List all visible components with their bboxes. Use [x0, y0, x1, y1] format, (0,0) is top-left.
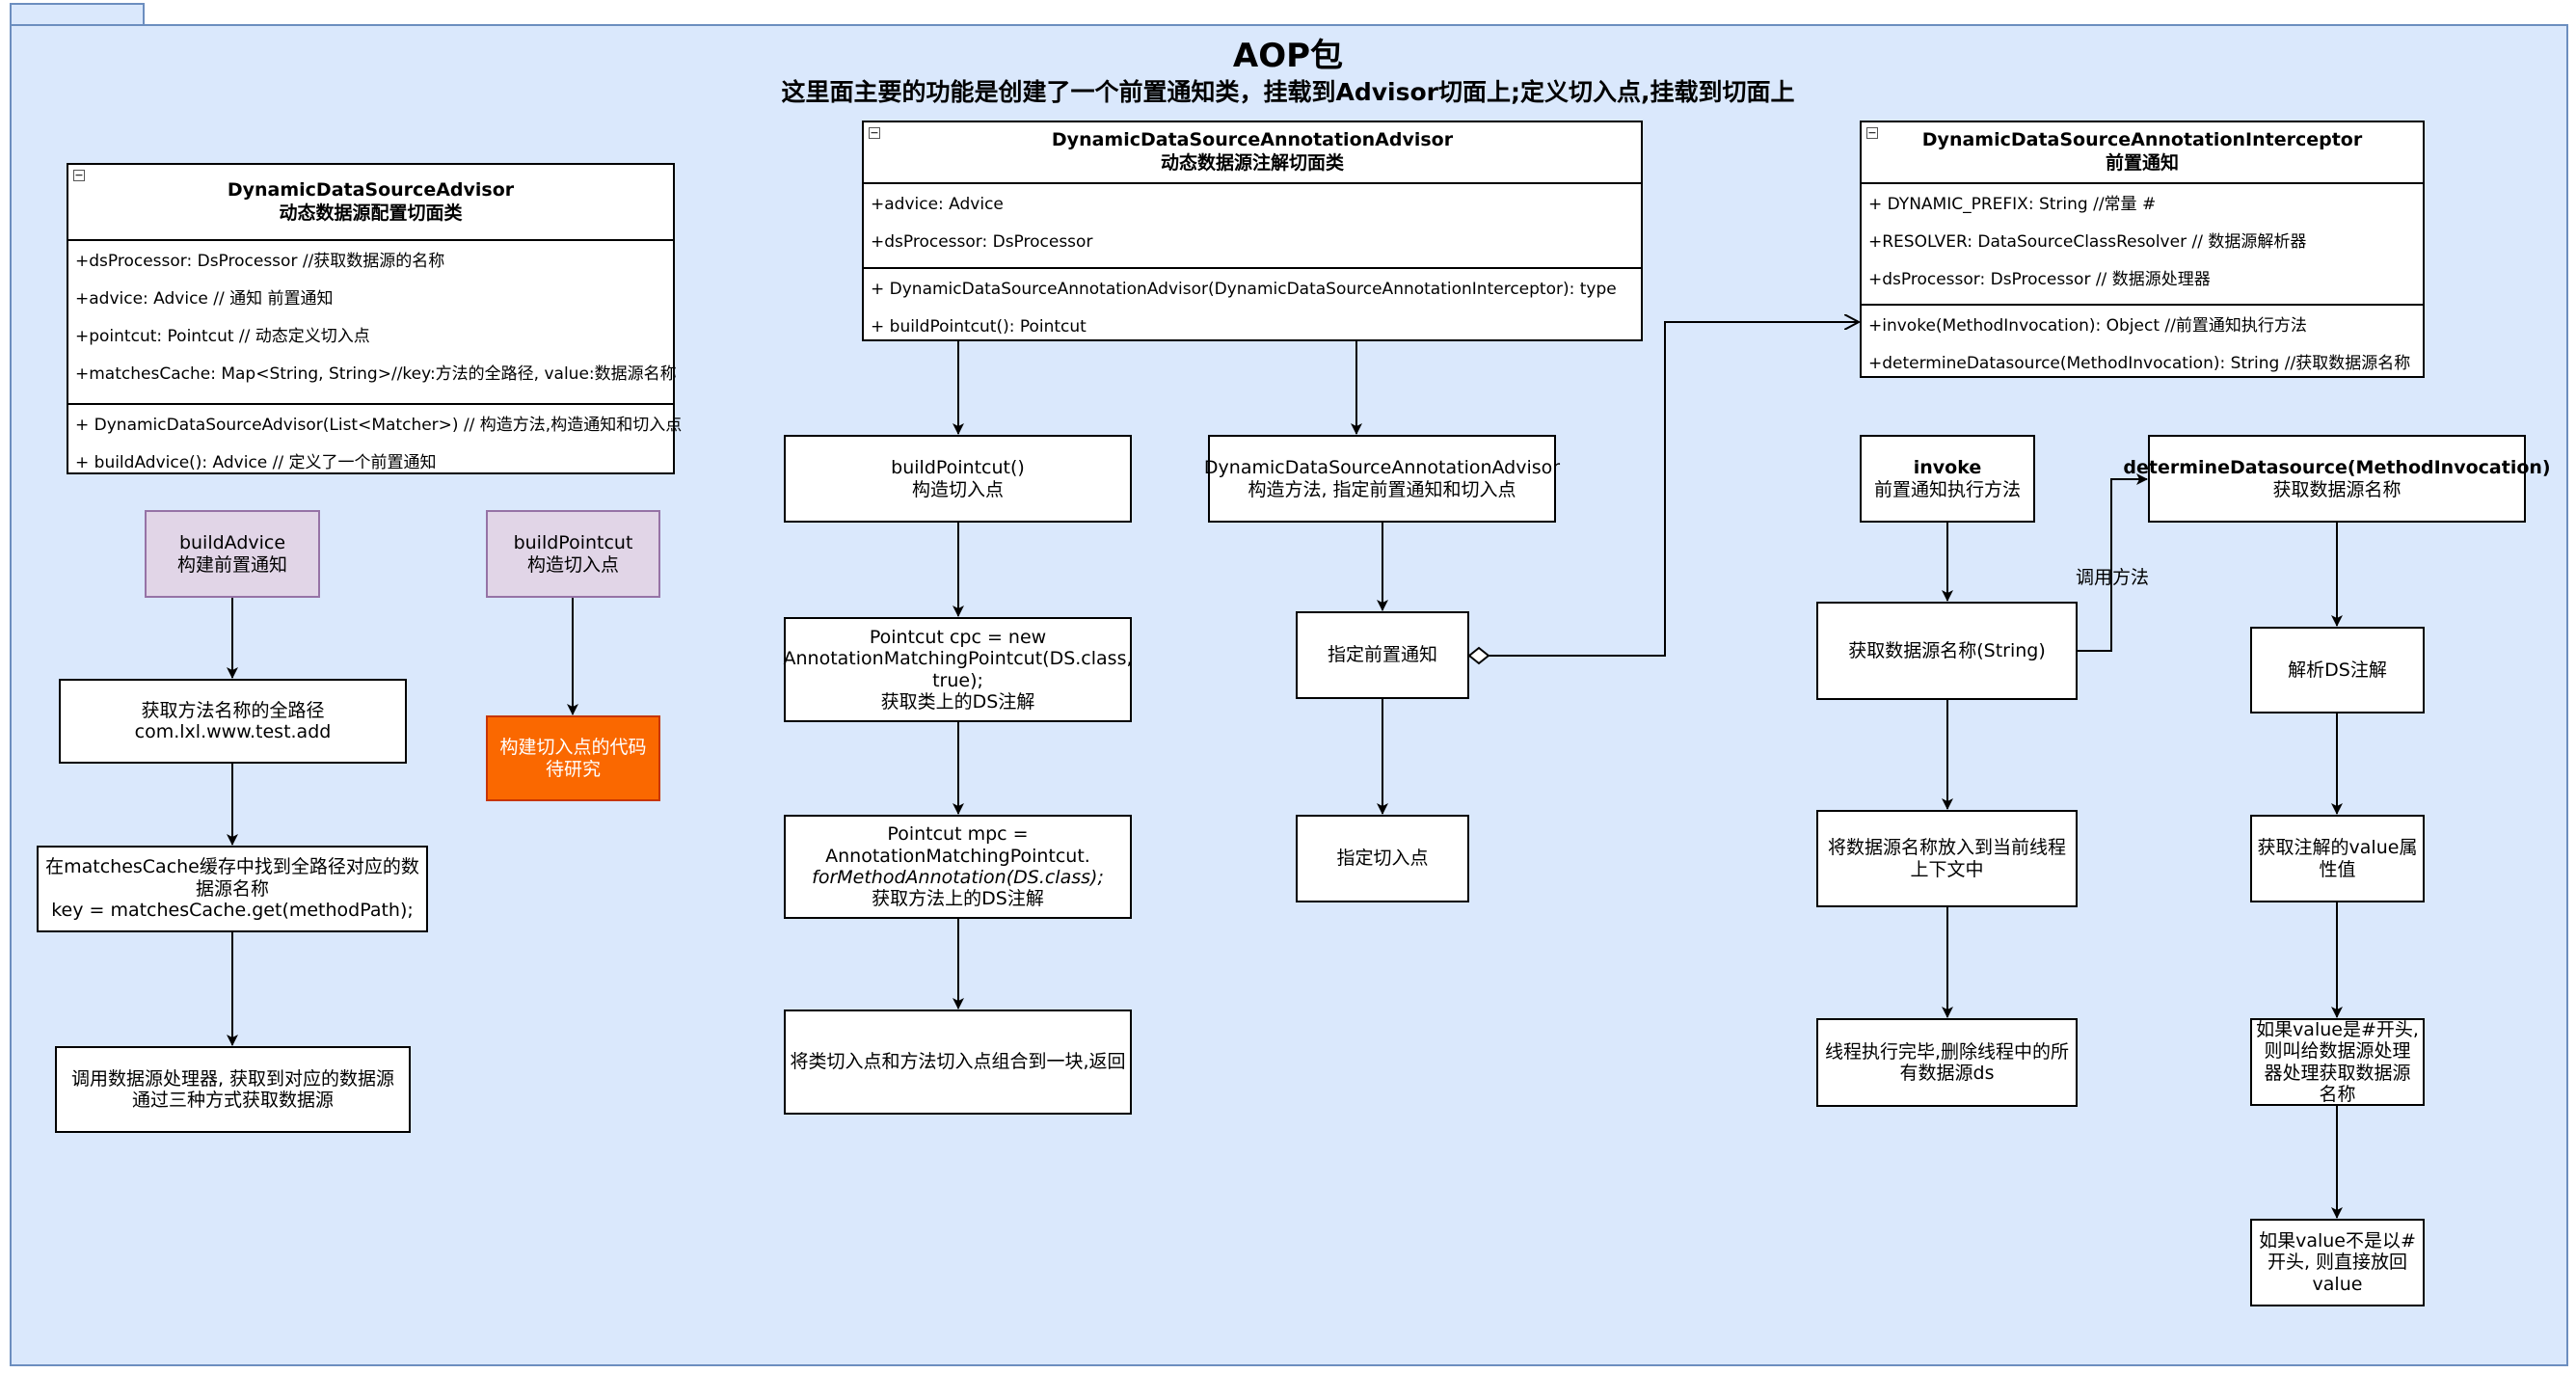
- node-invoke[interactable]: invoke 前置通知执行方法: [1860, 435, 2035, 523]
- node-desc: 前置通知执行方法: [1873, 478, 2021, 500]
- node-name: DynamicDataSourceAnnotationAdvisor: [1203, 457, 1561, 479]
- class-name: DynamicDataSourceAnnotationAdvisor: [1051, 129, 1454, 151]
- node-value-plain[interactable]: 如果value不是以#开头, 则直接放回value: [2250, 1219, 2425, 1306]
- node-desc: 构造切入点: [911, 478, 1004, 500]
- node-class-pointcut[interactable]: Pointcut cpc = new AnnotationMatchingPoi…: [783, 617, 1133, 722]
- node-text: 将数据源名称放入到当前线程上下文中: [1827, 837, 2066, 880]
- class-field: + DYNAMIC_PREFIX: String //常量 #: [1868, 195, 2157, 214]
- node-code: Pointcut cpc = new AnnotationMatchingPoi…: [783, 626, 1133, 691]
- node-text: 获取注解的value属性值: [2257, 837, 2418, 880]
- node-text: 如果value不是以#开头, 则直接放回value: [2259, 1229, 2416, 1295]
- node-value-hash-prefix[interactable]: 如果value是#开头, 则叫给数据源处理器处理获取数据源名称: [2250, 1018, 2425, 1106]
- node-text: com.lxl.www.test.add: [134, 721, 332, 742]
- class-method: + DynamicDataSourceAdvisor(List<Matcher>…: [75, 416, 683, 435]
- node-desc: 获取数据源名称: [2272, 478, 2402, 500]
- class-methods: + DynamicDataSourceAnnotationAdvisor(Dyn…: [864, 269, 1641, 346]
- node-text: 指定切入点: [1336, 848, 1429, 870]
- class-methods: +invoke(MethodInvocation): Object //前置通知…: [1862, 306, 2423, 384]
- node-desc: 获取方法上的DS注解: [872, 888, 1044, 910]
- node-name: determineDatasource(MethodInvocation): [2123, 457, 2551, 479]
- node-build-advice[interactable]: buildAdvice 构建前置通知: [145, 510, 320, 598]
- class-fields: +advice: Advice +dsProcessor: DsProcesso…: [864, 184, 1641, 269]
- class-field: +dsProcessor: DsProcessor // 数据源处理器: [1868, 270, 2211, 289]
- node-text: 在matchesCache缓存中找到全路径对应的数据源名称: [45, 856, 419, 900]
- node-find-in-cache[interactable]: 在matchesCache缓存中找到全路径对应的数据源名称 key = matc…: [37, 846, 428, 932]
- node-put-thread-context[interactable]: 将数据源名称放入到当前线程上下文中: [1816, 810, 2078, 907]
- node-text: 线程执行完毕,删除线程中的所有数据源ds: [1824, 1040, 2070, 1084]
- node-name: buildPointcut: [513, 532, 633, 554]
- node-desc: 构造方法, 指定前置通知和切入点: [1248, 478, 1516, 500]
- node-get-value-attr[interactable]: 获取注解的value属性值: [2250, 815, 2425, 902]
- node-text: 将类切入点和方法切入点组合到一块,返回: [790, 1051, 1126, 1073]
- class-dynamic-datasource-advisor[interactable]: − DynamicDataSourceAdvisor 动态数据源配置切面类 +d…: [67, 163, 682, 474]
- node-text: 构建切入点的代码待研究: [499, 737, 647, 780]
- class-method: +invoke(MethodInvocation): Object //前置通知…: [1868, 316, 2307, 336]
- class-dynamic-datasource-annotation-advisor[interactable]: − DynamicDataSourceAnnotationAdvisor 动态数…: [862, 121, 1643, 341]
- class-field: +dsProcessor: DsProcessor: [871, 232, 1093, 252]
- node-text: key = matchesCache.get(methodPath);: [51, 900, 414, 922]
- node-determine-datasource[interactable]: determineDatasource(MethodInvocation) 获取…: [2123, 435, 2551, 523]
- class-methods: + DynamicDataSourceAdvisor(List<Matcher>…: [68, 405, 683, 480]
- collapse-icon[interactable]: −: [1866, 126, 1878, 139]
- node-desc: 构造切入点: [526, 553, 619, 576]
- class-fields: + DYNAMIC_PREFIX: String //常量 # +RESOLVE…: [1862, 184, 2423, 306]
- node-text: 获取方法名称的全路径: [141, 699, 325, 721]
- class-method: +determineDatasource(MethodInvocation): …: [1868, 354, 2411, 373]
- node-code: forMethodAnnotation(DS.class);: [812, 867, 1104, 888]
- node-clear-thread-ds[interactable]: 线程执行完毕,删除线程中的所有数据源ds: [1816, 1018, 2078, 1107]
- node-advisor-constructor[interactable]: DynamicDataSourceAnnotationAdvisor 构造方法,…: [1204, 435, 1560, 523]
- collapse-icon[interactable]: −: [869, 126, 880, 139]
- class-description: 前置通知: [2105, 152, 2179, 174]
- class-header: − DynamicDataSourceAnnotationAdvisor 动态数…: [864, 122, 1641, 184]
- class-field: +dsProcessor: DsProcessor //获取数据源的名称: [75, 252, 445, 271]
- node-text: 如果value是#开头, 则叫给数据源处理器处理获取数据源名称: [2256, 1018, 2419, 1105]
- class-header: − DynamicDataSourceAnnotationInterceptor…: [1862, 122, 2423, 184]
- node-text: 调用数据源处理器, 获取到对应的数据源 通过三种方式获取数据源: [70, 1067, 395, 1111]
- node-name: buildPointcut(): [891, 457, 1025, 479]
- node-pointcut-todo[interactable]: 构建切入点的代码待研究: [486, 715, 660, 801]
- class-field: +advice: Advice: [871, 195, 1004, 214]
- class-header: − DynamicDataSourceAdvisor 动态数据源配置切面类: [68, 165, 673, 241]
- node-set-pointcut[interactable]: 指定切入点: [1296, 815, 1469, 902]
- collapse-icon[interactable]: −: [73, 169, 85, 181]
- class-name: DynamicDataSourceAnnotationInterceptor: [1921, 129, 2363, 151]
- node-desc: 获取类上的DS注解: [880, 690, 1035, 713]
- node-code: Pointcut mpc = AnnotationMatchingPointcu…: [825, 823, 1090, 867]
- node-text: 解析DS注解: [2288, 659, 2387, 681]
- node-desc: 构建前置通知: [176, 553, 287, 576]
- node-call-ds-processor[interactable]: 调用数据源处理器, 获取到对应的数据源 通过三种方式获取数据源: [55, 1046, 411, 1133]
- class-description: 动态数据源注解切面类: [1160, 152, 1344, 174]
- class-dynamic-datasource-annotation-interceptor[interactable]: − DynamicDataSourceAnnotationInterceptor…: [1860, 121, 2425, 378]
- edge-label-call-method: 调用方法: [2076, 563, 2150, 589]
- node-name: invoke: [1913, 457, 1982, 479]
- node-parse-ds-annotation[interactable]: 解析DS注解: [2250, 627, 2425, 713]
- class-description: 动态数据源配置切面类: [279, 202, 463, 224]
- node-set-advice[interactable]: 指定前置通知: [1296, 611, 1469, 699]
- node-get-ds-name[interactable]: 获取数据源名称(String): [1816, 602, 2078, 700]
- node-text: 获取数据源名称(String): [1848, 639, 2046, 661]
- class-field: +advice: Advice // 通知 前置通知: [75, 289, 334, 309]
- diagram-title: AOP包: [1232, 37, 1344, 75]
- node-name: buildAdvice: [178, 532, 286, 554]
- diagram-subtitle: 这里面主要的功能是创建了一个前置通知类，挂载到Advisor切面上;定义切入点,…: [781, 78, 1795, 106]
- class-field: +RESOLVER: DataSourceClassResolver // 数据…: [1868, 232, 2307, 252]
- node-get-method-path[interactable]: 获取方法名称的全路径 com.lxl.www.test.add: [59, 679, 407, 764]
- node-method-pointcut[interactable]: Pointcut mpc = AnnotationMatchingPointcu…: [784, 815, 1132, 919]
- class-field: +matchesCache: Map<String, String>//key:…: [75, 364, 677, 384]
- class-method: + DynamicDataSourceAnnotationAdvisor(Dyn…: [871, 280, 1617, 299]
- class-field: +pointcut: Pointcut // 动态定义切入点: [75, 327, 370, 346]
- node-build-pointcut-left[interactable]: buildPointcut 构造切入点: [486, 510, 660, 598]
- node-combine-pointcuts[interactable]: 将类切入点和方法切入点组合到一块,返回: [784, 1010, 1132, 1115]
- class-name: DynamicDataSourceAdvisor: [227, 178, 515, 201]
- node-build-pointcut[interactable]: buildPointcut() 构造切入点: [784, 435, 1132, 523]
- class-method: + buildAdvice(): Advice // 定义了一个前置通知: [75, 453, 437, 472]
- node-text: 指定前置通知: [1327, 644, 1437, 666]
- package-tab: [10, 3, 145, 26]
- class-method: + buildPointcut(): Pointcut: [871, 317, 1087, 337]
- class-fields: +dsProcessor: DsProcessor //获取数据源的名称 +ad…: [68, 241, 677, 405]
